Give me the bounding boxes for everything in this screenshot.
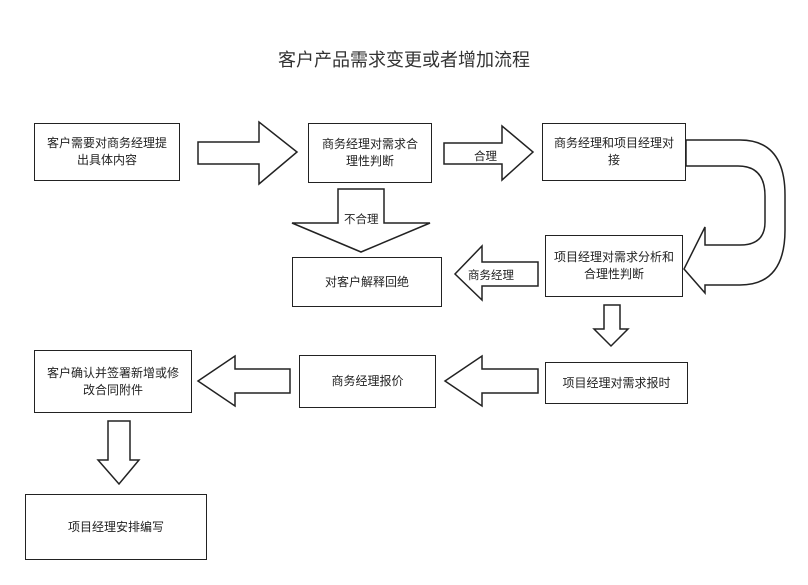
diagram-title: 客户产品需求变更或者增加流程	[278, 50, 530, 71]
arrow-n3-to-n5	[683, 139, 786, 295]
arrow-n7-to-n8	[196, 354, 291, 408]
node-pm-arrange: 项目经理安排编写	[25, 494, 207, 560]
arrow-n2-to-n3	[443, 124, 535, 182]
edge-label-unreasonable: 不合理	[344, 212, 379, 226]
arrow-n6-to-n7	[443, 354, 539, 408]
edge-label-business-manager: 商务经理	[468, 268, 514, 282]
node-business-judgement: 商务经理对需求合理性判断	[308, 123, 432, 183]
arrow-n8-to-n9	[96, 420, 141, 486]
arrow-n5-to-n4	[453, 244, 539, 302]
node-pm-estimate: 项目经理对需求报时	[545, 362, 688, 404]
arrow-n2-to-n4	[291, 188, 431, 253]
edge-label-reasonable: 合理	[474, 149, 497, 163]
node-customer-request: 客户需要对商务经理提出具体内容	[34, 123, 180, 181]
node-customer-sign: 客户确认并签署新增或修改合同附件	[34, 350, 192, 413]
node-pm-analysis: 项目经理对需求分析和合理性判断	[545, 235, 683, 297]
node-business-pm-handoff: 商务经理和项目经理对接	[542, 123, 686, 181]
node-business-quote: 商务经理报价	[299, 355, 436, 408]
arrow-n5-to-n6	[592, 304, 630, 348]
arrow-n1-to-n2	[197, 120, 299, 186]
node-reject-customer: 对客户解释回绝	[292, 257, 442, 307]
